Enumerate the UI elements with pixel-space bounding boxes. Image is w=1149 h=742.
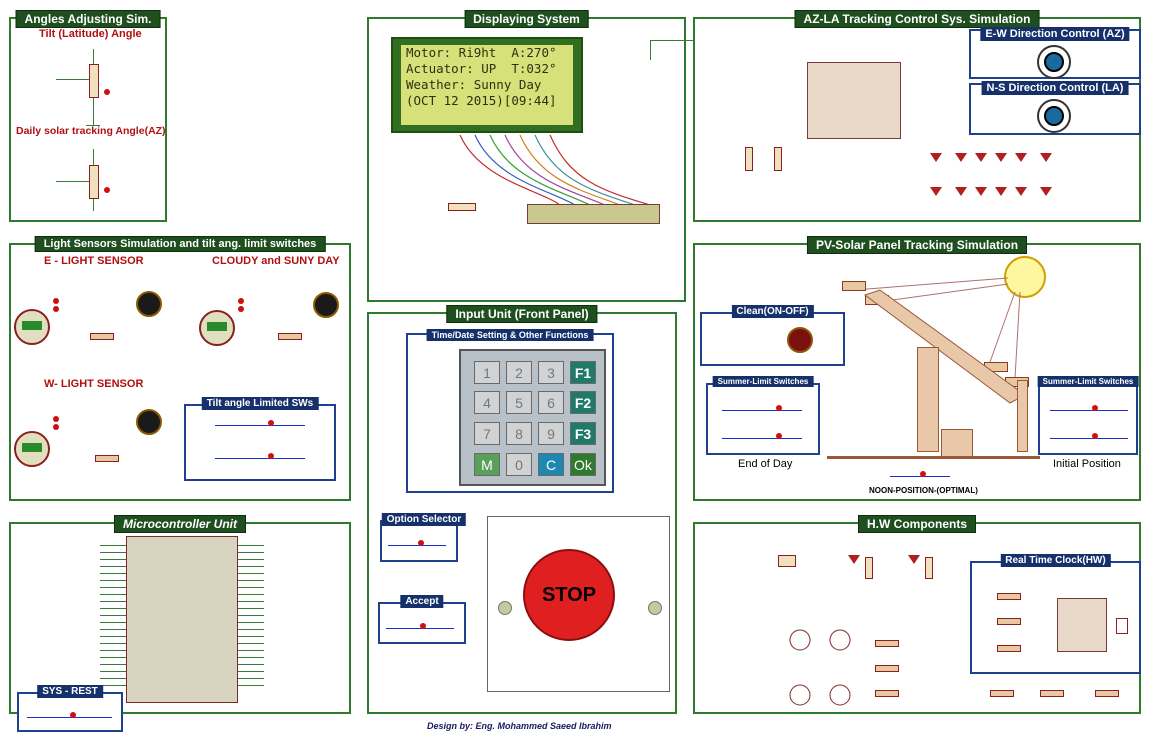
accept-panel: Accept — [378, 595, 466, 644]
noon-switch[interactable] — [890, 476, 950, 477]
keypad: 1 2 3 F1 4 5 6 F2 7 8 9 F3 M 0 C Ok — [459, 349, 606, 486]
tilt-angle-label: Tilt (Latitude) Angle — [39, 28, 142, 40]
rtc-chip — [1057, 598, 1107, 652]
microcontroller-ic — [126, 536, 238, 703]
option-selector-switch[interactable] — [388, 545, 446, 546]
key-ok[interactable]: Ok — [570, 453, 596, 476]
tilt-switch-2[interactable] — [215, 458, 305, 459]
ns-actuator — [1037, 99, 1071, 133]
clean-panel: Clean(ON-OFF) — [700, 305, 845, 366]
lcd-line-3: Weather: Sunny Day — [406, 77, 542, 92]
clean-title: Clean(ON-OFF) — [731, 305, 814, 318]
input-panel-title: Input Unit (Front Panel) — [446, 305, 598, 323]
key-6[interactable]: 6 — [538, 391, 564, 414]
summer-limit-left-switch-1[interactable] — [722, 410, 802, 411]
lcd-screen: Motor: Ri9ht A:270° Actuator: UP T:032° … — [401, 45, 573, 125]
key-7[interactable]: 7 — [474, 422, 500, 445]
angles-panel-title: Angles Adjusting Sim. — [15, 10, 161, 28]
angles-panel: Angles Adjusting Sim. Tilt (Latitude) An… — [9, 10, 167, 222]
ns-direction-title: N-S Direction Control (LA) — [981, 81, 1129, 95]
lcd-connector — [527, 204, 660, 224]
hw-panel-title: H.W Components — [858, 515, 976, 533]
accept-switch[interactable] — [386, 628, 454, 629]
summer-limit-left-panel: Summer-Limit Switches — [706, 376, 820, 455]
daily-angle-label: Daily solar tracking Angle(AZ) — [16, 125, 166, 137]
azla-panel-title: AZ-LA Tracking Control Sys. Simulation — [794, 10, 1040, 28]
daily-potentiometer[interactable] — [89, 165, 99, 199]
key-f2[interactable]: F2 — [570, 391, 596, 414]
lcd-line-4: (OCT 12 2015)[09:44] — [406, 93, 557, 108]
key-0[interactable]: 0 — [506, 453, 532, 476]
lcd-ribbon-wires — [459, 134, 651, 206]
summer-limit-right-switch-2[interactable] — [1050, 438, 1128, 439]
summer-limit-right-switch-1[interactable] — [1050, 410, 1128, 411]
key-4[interactable]: 4 — [474, 391, 500, 414]
w-ldr[interactable] — [136, 409, 162, 435]
ew-direction-title: E-W Direction Control (AZ) — [980, 27, 1130, 41]
emergency-stop-box: STOP — [487, 516, 670, 692]
key-9[interactable]: 9 — [538, 422, 564, 445]
key-8[interactable]: 8 — [506, 422, 532, 445]
key-c[interactable]: C — [538, 453, 564, 476]
clean-sensor[interactable] — [787, 327, 813, 353]
cloudy-light-meter — [199, 310, 235, 346]
pv-mast-right — [1017, 380, 1028, 452]
pv-base — [941, 429, 973, 457]
option-selector-title: Option Selector — [381, 513, 467, 526]
pv-ground — [827, 456, 1040, 459]
tilt-potentiometer[interactable] — [89, 64, 99, 98]
pv-panel-title: PV-Solar Panel Tracking Simulation — [806, 236, 1028, 254]
rtc-title: Real Time Clock(HW) — [1000, 554, 1111, 567]
e-light-sensor-label: E - LIGHT SENSOR — [44, 255, 144, 267]
key-f1[interactable]: F1 — [570, 361, 596, 384]
tilt-limit-switch-title: Tilt angle Limited SWs — [201, 397, 319, 410]
rtc-panel: Real Time Clock(HW) — [970, 554, 1141, 674]
key-2[interactable]: 2 — [506, 361, 532, 384]
stop-button[interactable]: STOP — [523, 549, 615, 641]
key-f3[interactable]: F3 — [570, 422, 596, 445]
w-light-sensor-label: W- LIGHT SENSOR — [44, 378, 144, 390]
end-of-day-label: End of Day — [738, 458, 793, 470]
lcd-line-1: Motor: Ri9ht A:270° — [406, 45, 557, 60]
e-ldr[interactable] — [136, 291, 162, 317]
pv-mast — [917, 347, 939, 452]
ew-motor — [1037, 45, 1071, 79]
summer-limit-left-title: Summer-Limit Switches — [712, 376, 814, 387]
sensor-tag-1 — [842, 281, 866, 291]
sys-rest-title: SYS - REST — [37, 685, 103, 698]
summer-limit-right-panel: Summer-Limit Switches — [1037, 376, 1139, 455]
motor-driver-ic — [807, 62, 901, 139]
tilt-limit-switch-panel: Tilt angle Limited SWs — [184, 397, 336, 481]
tilt-switch-1[interactable] — [215, 425, 305, 426]
keypad-title: Time/Date Setting & Other Functions — [426, 329, 594, 341]
micro-panel-title: Microcontroller Unit — [113, 515, 247, 533]
key-m[interactable]: M — [474, 453, 500, 476]
summer-limit-right-title: Summer-Limit Switches — [1037, 376, 1139, 387]
sys-rest-switch[interactable] — [27, 717, 112, 718]
light-sensor-panel: Light Sensors Simulation and tilt ang. l… — [9, 236, 351, 501]
crystal-x2 — [1116, 618, 1128, 634]
accept-title: Accept — [400, 595, 444, 608]
key-5[interactable]: 5 — [506, 391, 532, 414]
cloudy-sunny-label: CLOUDY and SUNY DAY — [212, 255, 340, 267]
sun-icon — [1004, 256, 1046, 298]
noon-position-label: NOON-POSITION-(OPTIMAL) — [869, 486, 978, 495]
display-panel-title: Displaying System — [464, 10, 589, 28]
key-1[interactable]: 1 — [474, 361, 500, 384]
lcd-module: Motor: Ri9ht A:270° Actuator: UP T:032° … — [391, 37, 583, 133]
w-light-meter — [14, 431, 50, 467]
design-credit: Design by: Eng. Mohammed Saeed Ibrahim — [427, 721, 612, 731]
key-3[interactable]: 3 — [538, 361, 564, 384]
e-light-meter — [14, 309, 50, 345]
lcd-line-2: Actuator: UP T:032° — [406, 61, 557, 76]
cloudy-ldr[interactable] — [313, 292, 339, 318]
transistor-array — [789, 629, 851, 706]
contrast-potentiometer[interactable] — [448, 203, 476, 211]
light-panel-title: Light Sensors Simulation and tilt ang. l… — [34, 236, 326, 252]
pv-sun-rays — [853, 277, 1021, 379]
initial-position-label: Initial Position — [1053, 458, 1121, 470]
summer-limit-left-switch-2[interactable] — [722, 438, 802, 439]
